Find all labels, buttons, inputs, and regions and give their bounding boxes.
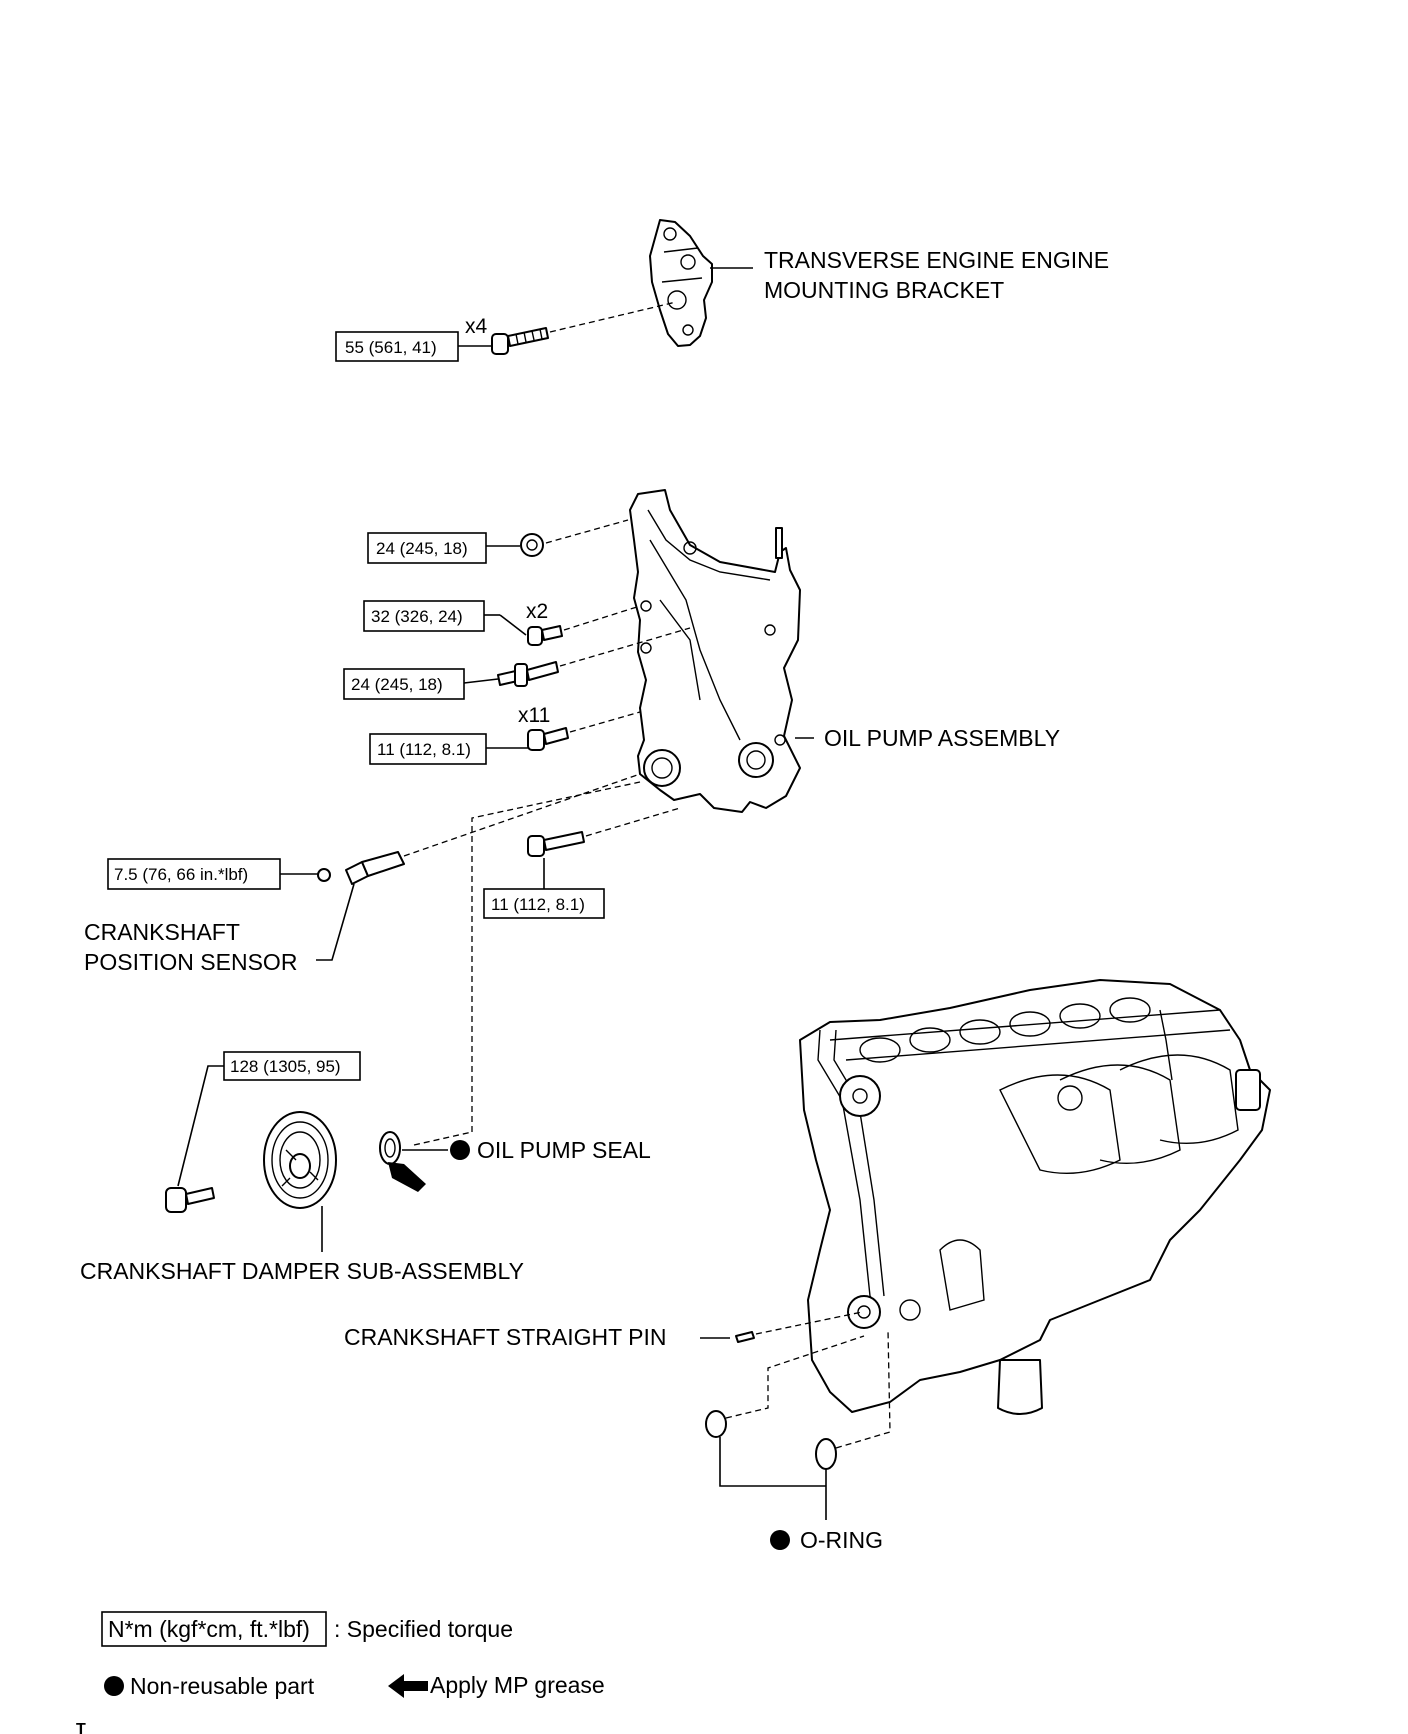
legend-torque-unit: N*m (kgf*cm, ft.*lbf) bbox=[108, 1616, 310, 1642]
oil-pump-seal-label: OIL PUMP SEAL bbox=[477, 1137, 651, 1163]
torque-pump-bolt-lower: 11 (112, 8.1) bbox=[491, 895, 585, 914]
torque-pump-bolts-b: 11 (112, 8.1) bbox=[377, 740, 471, 759]
torque-box-pump-bolts-b bbox=[369, 733, 487, 765]
straight-pin-label: CRANKSHAFT STRAIGHT PIN bbox=[344, 1324, 666, 1350]
o-ring-label: O-RING bbox=[800, 1527, 883, 1553]
pump-bolt-a bbox=[527, 625, 563, 646]
torque-ckp: 7.5 (76, 66 in.*lbf) bbox=[114, 865, 248, 884]
torque-damper: 128 (1305, 95) bbox=[230, 1057, 341, 1076]
torque-bracket: 55 (561, 41) bbox=[345, 338, 437, 357]
legend-non-reusable: Non-reusable part bbox=[130, 1673, 315, 1699]
damper-label: CRANKSHAFT DAMPER SUB-ASSEMBLY bbox=[80, 1258, 524, 1284]
pump-bolt-lower bbox=[527, 831, 585, 857]
torque-pump-nut: 24 (245, 18) bbox=[376, 539, 468, 558]
crankshaft-straight-pin-part bbox=[735, 1331, 755, 1343]
footer-code: T bbox=[76, 1721, 86, 1734]
torque-box-ckp bbox=[107, 858, 281, 890]
qty-pump-bolts-b: x11 bbox=[518, 704, 550, 727]
non-reusable-dot-icon bbox=[450, 1140, 470, 1160]
torque-pump-bolts-a: 32 (326, 24) bbox=[371, 607, 463, 626]
bracket-bolt bbox=[491, 327, 549, 355]
non-reusable-dot-icon bbox=[770, 1530, 790, 1550]
ckp-label-line1: CRANKSHAFT bbox=[84, 919, 240, 945]
seal-dash bbox=[471, 781, 641, 1132]
ckp-label-line2: POSITION SENSOR bbox=[84, 949, 297, 975]
torque-pump-stud: 24 (245, 18) bbox=[351, 675, 443, 694]
o-ring-leader bbox=[719, 1437, 827, 1520]
ckp-leader bbox=[316, 883, 355, 961]
bracket-label-line1: TRANSVERSE ENGINE ENGINE bbox=[764, 247, 1109, 273]
engine-block-part bbox=[799, 979, 1271, 1415]
o-ring-right bbox=[815, 1438, 837, 1470]
torque-box-pump-stud bbox=[343, 668, 465, 700]
torque-box-pump-nut bbox=[367, 532, 487, 564]
crankshaft-damper-part bbox=[263, 1111, 337, 1209]
pump-bolt-b bbox=[527, 727, 569, 751]
mp-grease-arrow-icon bbox=[388, 1162, 426, 1192]
qty-pump-bolts-a: x2 bbox=[526, 600, 548, 623]
oil-pump-assembly-part bbox=[629, 489, 801, 813]
torque-box-pump-bolts-a bbox=[363, 600, 485, 632]
bracket-label-line2: MOUNTING BRACKET bbox=[764, 277, 1004, 303]
pump-nut bbox=[520, 533, 544, 557]
bracket-bolt-dash bbox=[549, 301, 677, 333]
qty-bracket: x4 bbox=[465, 315, 488, 338]
legend-torque-box bbox=[101, 1611, 327, 1647]
oil-pump-assembly-label: OIL PUMP ASSEMBLY bbox=[824, 725, 1060, 751]
oil-pump-seal-part bbox=[379, 1131, 401, 1165]
mounting-bracket-part bbox=[649, 219, 713, 347]
damper-bolt bbox=[165, 1187, 215, 1213]
legend-grease-arrow-icon bbox=[388, 1674, 428, 1698]
o-ring-left bbox=[705, 1410, 727, 1438]
legend-torque-desc: : Specified torque bbox=[334, 1616, 513, 1642]
pump-stud bbox=[497, 661, 559, 687]
ckp-sensor-part bbox=[317, 851, 405, 885]
torque-box-pump-bolt-lower bbox=[483, 888, 605, 919]
legend-non-reusable-dot-icon bbox=[104, 1676, 124, 1696]
legend-mp-grease: Apply MP grease bbox=[430, 1672, 605, 1698]
